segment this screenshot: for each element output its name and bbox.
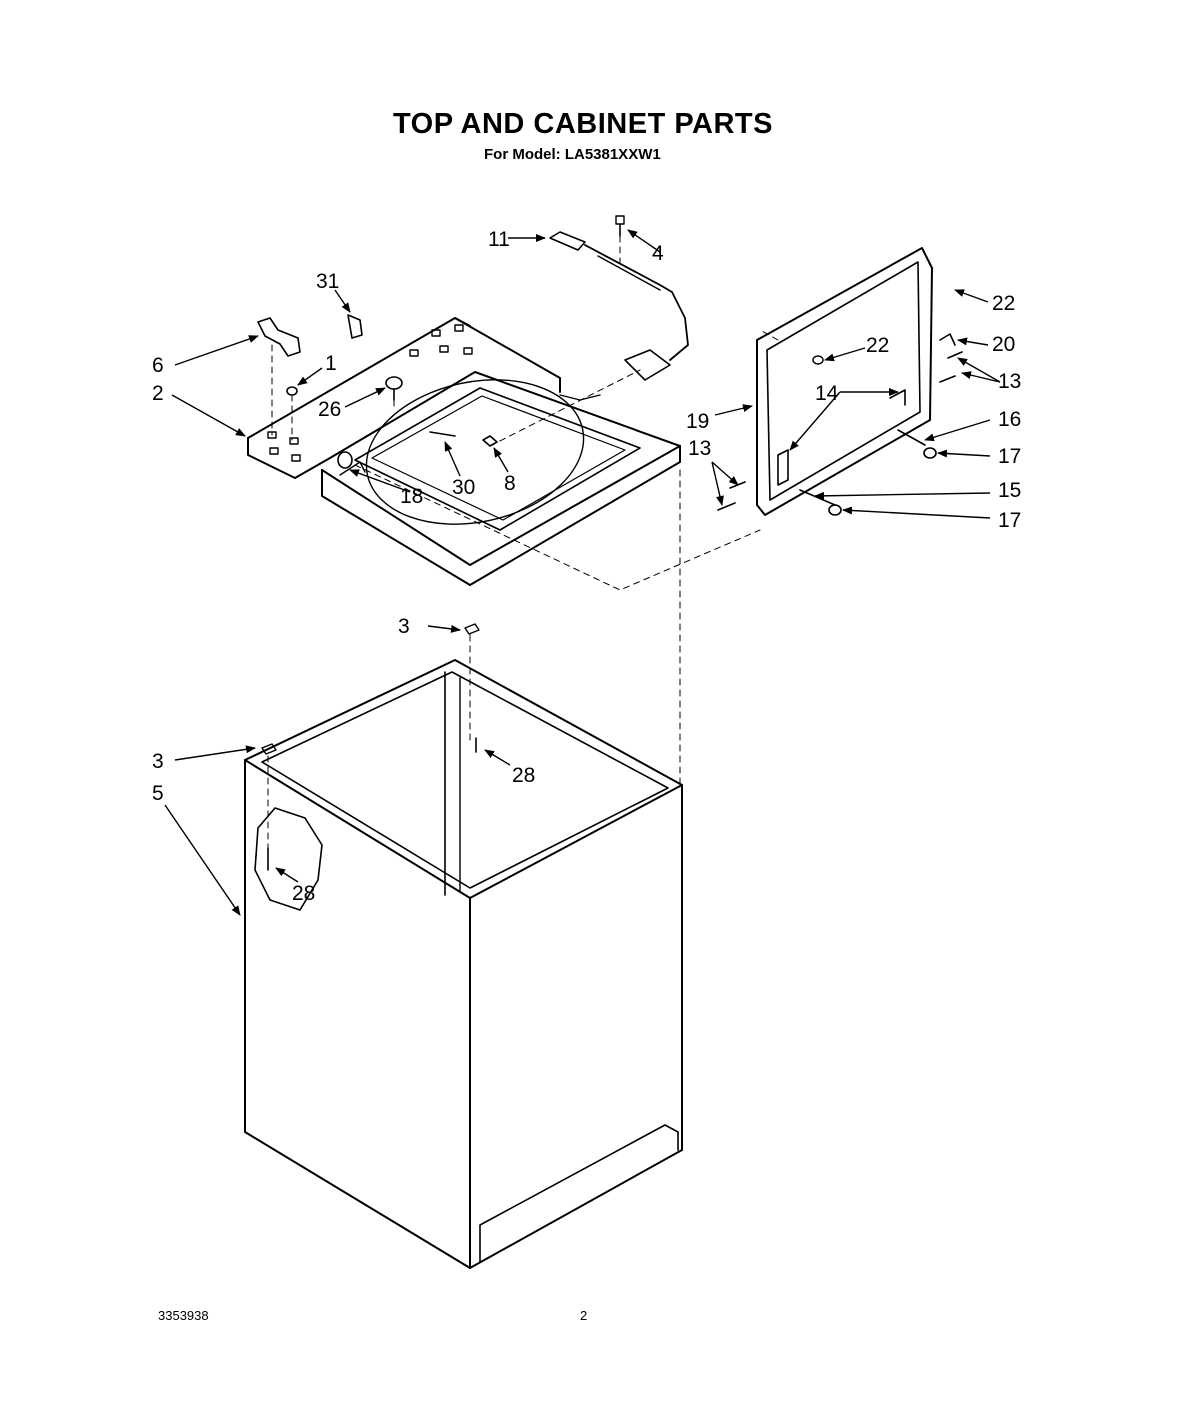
callout-19: 19 — [686, 410, 709, 433]
callout-11: 11 — [488, 228, 510, 251]
callout-6: 6 — [152, 354, 164, 377]
page-title: TOP AND CABINET PARTS — [392, 108, 773, 140]
callout-17-upper: 17 — [998, 445, 1021, 468]
callout-17-lower: 17 — [998, 509, 1021, 532]
cabinet — [244, 623, 683, 1269]
callout-13-left: 13 — [688, 437, 711, 460]
callout-26: 26 — [318, 398, 341, 421]
lid-switch-harness — [549, 215, 689, 401]
top-panel — [247, 317, 681, 586]
callout-16: 16 — [998, 408, 1021, 431]
callout-1: 1 — [325, 352, 337, 375]
callout-4: 4 — [652, 242, 664, 265]
callout-14: 14 — [815, 382, 839, 405]
callout-18: 18 — [400, 485, 423, 508]
callout-28-upper: 28 — [512, 764, 535, 787]
callout-30: 30 — [452, 476, 475, 499]
callout-3-lower: 3 — [152, 750, 164, 773]
callout-22-outer: 22 — [992, 292, 1015, 315]
leader-arrows — [164, 229, 1001, 916]
callout-31: 31 — [316, 270, 339, 293]
page-number: 2 — [580, 1308, 588, 1323]
callout-20: 20 — [992, 333, 1015, 356]
callout-2: 2 — [152, 382, 164, 405]
callout-3-upper: 3 — [398, 615, 410, 638]
model-subtitle: For Model: LA5381XXW1 — [484, 146, 661, 163]
callout-13-right: 13 — [998, 370, 1021, 393]
callout-5: 5 — [152, 782, 164, 805]
alignment-lines — [267, 235, 779, 849]
callout-28-lower: 28 — [292, 882, 315, 905]
callout-labels: 11 4 31 6 1 2 26 18 30 8 19 22 14 13 22 … — [152, 228, 1021, 905]
callout-22-inner: 22 — [866, 334, 889, 357]
lid — [717, 247, 963, 516]
document-number: 3353938 — [158, 1308, 209, 1323]
callout-15: 15 — [998, 479, 1021, 502]
top-hardware — [257, 314, 498, 469]
callout-8: 8 — [504, 472, 516, 495]
